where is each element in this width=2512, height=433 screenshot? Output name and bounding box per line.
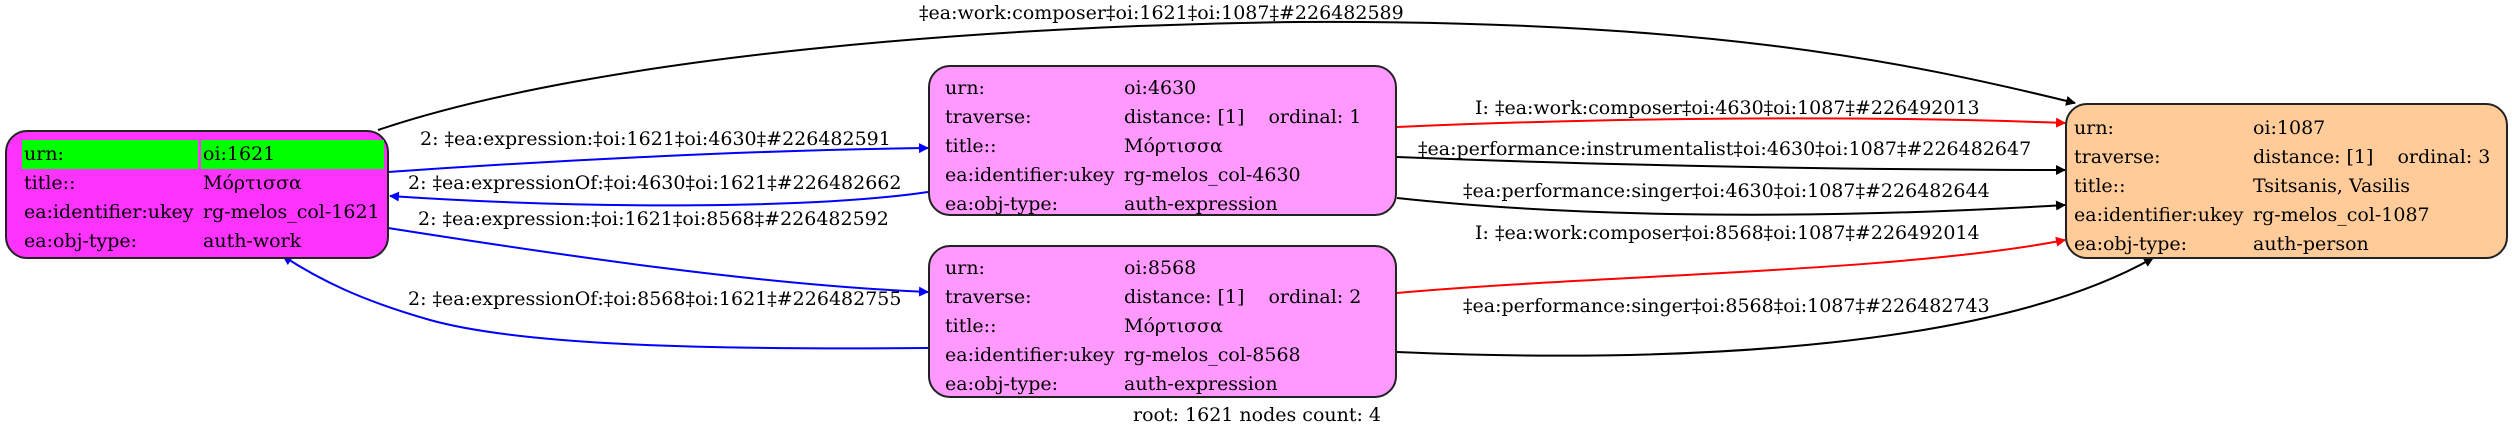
attr-key: traverse:	[945, 286, 1032, 308]
traverse-ordinal: ordinal: 1	[1268, 106, 1362, 128]
attr-key: traverse:	[2074, 146, 2161, 168]
attr-value: distance: [1] ordinal: 1	[1122, 103, 1365, 132]
attr-key: ea:obj-type:	[2074, 233, 2188, 255]
traverse-distance: distance: [1]	[2253, 146, 2374, 168]
attr-value: oi:8568	[1124, 257, 1197, 279]
edge-e6[interactable]	[1396, 117, 2066, 128]
attr-value: auth-expression	[1124, 193, 1278, 215]
attr-key: ea:identifier:ukey	[2074, 204, 2244, 226]
attr-key: ea:identifier:ukey	[945, 164, 1115, 186]
attr-row-title: title:: Tsitsanis, Vasilis	[2072, 172, 2494, 201]
attr-row-ukey: ea:identifier:ukey rg-melos_col-1621	[22, 198, 384, 227]
attr-value: oi:4630	[1124, 77, 1197, 99]
edge-label-e10: ‡ea:performance:singer‡oi:8568‡oi:1087‡#…	[1463, 295, 1990, 317]
attr-key: urn:	[945, 257, 985, 279]
edge-label-e7: ‡ea:performance:instrumentalist‡oi:4630‡…	[1418, 138, 2032, 160]
attr-row-ukey: ea:identifier:ukey rg-melos_col-1087	[2072, 201, 2494, 230]
attr-key: urn:	[2074, 117, 2114, 139]
node-attributes: urn: oi:1621 title:: Μόρτισσα ea:identif…	[19, 140, 387, 256]
attr-value: Μόρτισσα	[1124, 315, 1223, 337]
attr-value: Μόρτισσα	[1124, 135, 1223, 157]
node-attributes: urn: oi:8568 traverse: distance: [1] ordi…	[940, 254, 1368, 399]
attr-row-urn: urn: oi:1087	[2072, 114, 2494, 143]
attr-key: ea:obj-type:	[24, 230, 138, 252]
attr-value: Μόρτισσα	[203, 172, 302, 194]
attr-value: rg-melos_col-4630	[1124, 164, 1301, 186]
attr-key: title::	[945, 135, 997, 157]
attr-key: title::	[945, 315, 997, 337]
node-oi-4630[interactable]: urn: oi:4630 traverse: distance: [1] ordi…	[928, 65, 1397, 216]
attr-key: ea:identifier:ukey	[945, 344, 1115, 366]
attr-row-traverse: traverse: distance: [1] ordinal: 3	[2072, 143, 2494, 172]
attr-value: Tsitsanis, Vasilis	[2253, 175, 2411, 197]
attr-value: rg-melos_col-1621	[203, 201, 380, 223]
attr-row-traverse: traverse: distance: [1] ordinal: 1	[943, 103, 1365, 132]
attr-value: distance: [1] ordinal: 2	[1122, 283, 1365, 312]
edge-label-e5: 2: ‡ea:expressionOf:‡oi:8568‡oi:1621‡#22…	[408, 288, 902, 310]
attr-key: ea:obj-type:	[945, 373, 1059, 395]
edge-e5[interactable]	[282, 255, 929, 350]
attr-row-obj-type: ea:obj-type: auth-work	[22, 227, 384, 256]
node-oi-1621[interactable]: urn: oi:1621 title:: Μόρτισσα ea:identif…	[5, 130, 389, 259]
attr-value: rg-melos_col-8568	[1124, 344, 1301, 366]
attr-row-urn: urn: oi:1621	[22, 140, 384, 169]
edge-label-e9: I: ‡ea:work:composer‡oi:8568‡oi:1087‡#22…	[1475, 222, 1980, 244]
edge-e3[interactable]	[389, 191, 929, 207]
attr-row-title: title:: Μόρτισσα	[22, 169, 384, 198]
attr-row-ukey: ea:identifier:ukey rg-melos_col-4630	[943, 161, 1365, 190]
edge-e4[interactable]	[387, 227, 929, 297]
attr-row-traverse: traverse: distance: [1] ordinal: 2	[943, 283, 1365, 312]
attr-value: distance: [1] ordinal: 3	[2251, 143, 2494, 172]
attr-value: auth-expression	[1124, 373, 1278, 395]
edge-label-e8: ‡ea:performance:singer‡oi:4630‡oi:1087‡#…	[1463, 180, 1990, 202]
attr-value: rg-melos_col-1087	[2253, 204, 2430, 226]
attr-row-urn: urn: oi:4630	[943, 74, 1365, 103]
attr-value: auth-person	[2253, 233, 2369, 255]
traverse-ordinal: ordinal: 3	[2397, 146, 2491, 168]
attr-row-ukey: ea:identifier:ukey rg-melos_col-8568	[943, 341, 1365, 370]
attr-row-title: title:: Μόρτισσα	[943, 312, 1365, 341]
node-attributes: urn: oi:1087 traverse: distance: [1] ordi…	[2069, 114, 2497, 259]
edge-label-e3: 2: ‡ea:expressionOf:‡oi:4630‡oi:1621‡#22…	[408, 172, 902, 194]
edge-label-e4: 2: ‡ea:expression:‡oi:1621‡oi:8568‡#2264…	[418, 208, 889, 230]
attr-value: oi:1621	[201, 140, 384, 169]
attr-row-obj-type: ea:obj-type: auth-expression	[943, 370, 1365, 399]
edge-label-e6: I: ‡ea:work:composer‡oi:4630‡oi:1087‡#22…	[1475, 97, 1980, 119]
node-attributes: urn: oi:4630 traverse: distance: [1] ordi…	[940, 74, 1368, 219]
attr-row-urn: urn: oi:8568	[943, 254, 1365, 283]
attr-key: urn:	[22, 140, 198, 169]
node-oi-8568[interactable]: urn: oi:8568 traverse: distance: [1] ordi…	[928, 245, 1397, 398]
attr-row-obj-type: ea:obj-type: auth-expression	[943, 190, 1365, 219]
edge-e2[interactable]	[387, 143, 929, 173]
edge-e9[interactable]	[1396, 236, 2066, 294]
attr-row-obj-type: ea:obj-type: auth-person	[2072, 230, 2494, 259]
attr-key: title::	[24, 172, 76, 194]
attr-key: ea:identifier:ukey	[24, 201, 194, 223]
edge-label-e1: ‡ea:work:composer‡oi:1621‡oi:1087‡#22648…	[919, 2, 1404, 24]
attr-row-title: title:: Μόρτισσα	[943, 132, 1365, 161]
edge-e7[interactable]	[1396, 156, 2066, 175]
traverse-distance: distance: [1]	[1124, 106, 1245, 128]
attr-key: ea:obj-type:	[945, 193, 1059, 215]
attr-value: oi:1087	[2253, 117, 2326, 139]
edge-e10[interactable]	[1396, 257, 2154, 357]
attr-key: urn:	[945, 77, 985, 99]
edge-e8[interactable]	[1396, 197, 2066, 216]
traverse-distance: distance: [1]	[1124, 286, 1245, 308]
graph-footer: root: 1621 nodes count: 4	[1133, 404, 1382, 426]
edge-e1[interactable]	[377, 20, 2076, 131]
traverse-ordinal: ordinal: 2	[1268, 286, 1362, 308]
node-oi-1087[interactable]: urn: oi:1087 traverse: distance: [1] ordi…	[2065, 103, 2508, 259]
attr-value: auth-work	[203, 230, 302, 252]
edge-label-e2: 2: ‡ea:expression:‡oi:1621‡oi:4630‡#2264…	[420, 128, 891, 150]
attr-key: title::	[2074, 175, 2126, 197]
attr-key: traverse:	[945, 106, 1032, 128]
